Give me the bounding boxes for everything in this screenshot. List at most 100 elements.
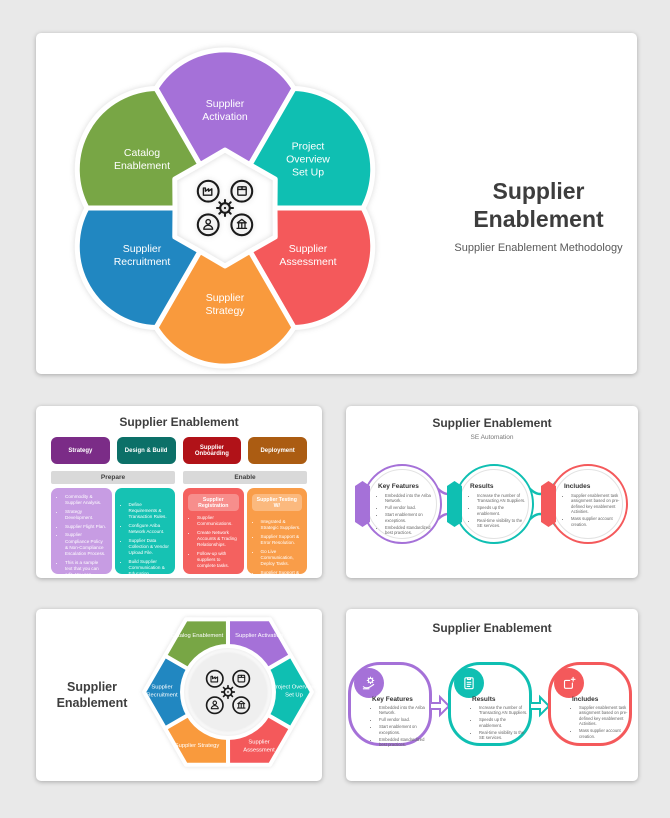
segment-label: Project Overview Set Up bbox=[272, 684, 316, 698]
bullet-item: Strategy Development. bbox=[65, 509, 107, 521]
bullet-item: Embedded into the Ariba Network. bbox=[385, 493, 436, 504]
bullet-item: Supplier Compliance Policy & Non-Complia… bbox=[65, 532, 107, 557]
segment-label: Catalog Enablement bbox=[170, 633, 224, 640]
column-prepare-1: Commodity & Supplier Analysis. Strategy D… bbox=[51, 488, 112, 574]
hexagon-diagram: Supplier Activation Project Overview Set… bbox=[128, 609, 322, 781]
card-includes: Includes Supplier enablement task assign… bbox=[541, 464, 628, 544]
bullet-item: Supplier enablement task assignment base… bbox=[571, 493, 622, 515]
phase-button-row: Strategy Design & Build Supplier Onboard… bbox=[51, 437, 307, 464]
card-results: Results Increase the number of Transacti… bbox=[447, 464, 534, 544]
bullet-item: Define Requirements & Transaction Rules. bbox=[129, 502, 171, 521]
group-prepare: Prepare bbox=[51, 471, 175, 484]
hexagon-tab bbox=[447, 481, 462, 527]
bullet-item: Build Supplier Communication & Education… bbox=[129, 559, 171, 574]
slide-title: Supplier Enablement bbox=[432, 621, 552, 635]
prepare-list-2: Define Requirements & Transaction Rules.… bbox=[120, 502, 171, 574]
group-bar-row: Prepare Enable bbox=[51, 471, 307, 484]
bullet-item: Increase the number of Transacting AN Su… bbox=[479, 705, 529, 716]
petal-label: Project Overview Set Up bbox=[286, 140, 330, 179]
slide-thumbnail-title[interactable]: Supplier Activation Project Overview Set… bbox=[36, 33, 637, 374]
slide-thumbnail-matrix[interactable]: Supplier Enablement Strategy Design & Bu… bbox=[36, 406, 322, 578]
phase-strategy: Strategy bbox=[51, 437, 110, 464]
petal-label: Supplier Recruitment bbox=[113, 242, 171, 268]
column-prepare-2: Define Requirements & Transaction Rules.… bbox=[114, 488, 175, 574]
content-columns: Commodity & Supplier Analysis. Strategy D… bbox=[51, 488, 307, 574]
segment-label: Supplier Recruitment bbox=[146, 684, 178, 698]
bullet-item: Commodity & Supplier Analysis. bbox=[65, 494, 107, 506]
arrow-connector bbox=[429, 694, 451, 718]
includes-list: Supplier enablement task assignment base… bbox=[572, 705, 629, 739]
column-enable-2: Supplier Testing W/ Integrated & Strateg… bbox=[246, 488, 307, 574]
bullet-item: This is a sample text that you can edit.… bbox=[65, 560, 107, 574]
bullet-item: Go Live Communication, Deploy Tasks. bbox=[261, 549, 303, 568]
segment-label: Supplier Activation bbox=[235, 633, 283, 640]
card-includes: Includes Supplier enablement task assign… bbox=[548, 662, 632, 746]
bullet-item: Supplier Flight Plan. bbox=[65, 524, 107, 530]
bullet-item: Start enablement on exceptions. bbox=[379, 724, 429, 735]
petal-label: Supplier Assessment bbox=[279, 242, 337, 268]
bullet-item: Speeds up the enablement. bbox=[477, 505, 528, 516]
bullet-item: Real-time visibility to the SE services. bbox=[479, 730, 529, 741]
hexagon-tab bbox=[541, 481, 556, 527]
card-results: Results Increase the number of Transacti… bbox=[448, 662, 532, 746]
hexagon-tab bbox=[355, 481, 370, 527]
segment-label: Supplier Strategy bbox=[174, 743, 220, 750]
card-heading: Includes bbox=[564, 483, 591, 490]
results-list: Increase the number of Transacting AN Su… bbox=[472, 705, 529, 741]
slide-thumbnail-hexagon[interactable]: Supplier Enablement Supplier Activation … bbox=[36, 609, 322, 781]
group-enable: Enable bbox=[183, 471, 307, 484]
card-heading: Results bbox=[472, 696, 496, 703]
bullet-item: Mass supplier account creation. bbox=[571, 516, 622, 527]
bullet-item: Embedded standardized best practices. bbox=[379, 737, 429, 748]
includes-list: Supplier enablement task assignment base… bbox=[564, 493, 622, 527]
slide-title: Supplier Enablement bbox=[56, 680, 128, 710]
testing-list: Integrated & Strategic Suppliers. Supplie… bbox=[252, 519, 303, 574]
slide-thumbnail-se-automation[interactable]: Supplier Enablement SE Automation Key Fe… bbox=[346, 406, 638, 578]
slide-title: Supplier Enablement bbox=[473, 178, 604, 232]
subheader-supplier-education: Supplier Education bbox=[188, 573, 239, 574]
slide-title: Supplier Enablement bbox=[432, 416, 552, 430]
bullet-item: Create Network Accounts & Trading Relati… bbox=[197, 530, 239, 549]
bullet-item: Embedded into the Ariba Network. bbox=[379, 705, 429, 716]
card-heading: Key Features bbox=[372, 696, 413, 703]
slide-thumbnail-process[interactable]: Supplier Enablement Key Features Embedde… bbox=[346, 609, 638, 781]
bullet-item: Mass supplier account creation. bbox=[579, 728, 629, 739]
petal-label: Catalog Enablement bbox=[113, 146, 171, 172]
export-plus-icon bbox=[554, 668, 584, 698]
bullet-item: Increase the number of Transacting AN Su… bbox=[477, 493, 528, 504]
phase-design-build: Design & Build bbox=[116, 437, 176, 464]
slide-subtitle: SE Automation bbox=[470, 434, 514, 441]
card-key-features: Key Features Embedded into the Ariba Net… bbox=[355, 464, 442, 544]
bullet-item: Supplier Communications. bbox=[197, 515, 239, 527]
subheader-supplier-testing: Supplier Testing W/ bbox=[251, 494, 302, 511]
bullet-item: Supplier enablement task assignment base… bbox=[579, 705, 629, 727]
bullet-item: Integrated & Strategic Suppliers. bbox=[261, 519, 303, 531]
bullet-item: Start enablement on exceptions. bbox=[385, 512, 436, 523]
card-heading: Includes bbox=[572, 696, 599, 703]
bullet-item: Real-time visibility to the SE services. bbox=[477, 518, 528, 529]
results-list: Increase the number of Transacting AN Su… bbox=[470, 493, 528, 529]
card-heading: Key Features bbox=[378, 483, 419, 490]
card-key-features: Key Features Embedded into the Ariba Net… bbox=[348, 662, 432, 748]
hand-gear-icon bbox=[354, 668, 384, 698]
slide-subtitle: Supplier Enablement Methodology bbox=[454, 242, 623, 255]
key-features-list: Embedded into the Ariba Network.Full ven… bbox=[378, 493, 436, 536]
key-features-list: Embedded into the Ariba Network.Full ven… bbox=[372, 705, 429, 748]
phase-deployment: Deployment bbox=[248, 437, 307, 464]
bullet-item: Follow-up with suppliers to complete tas… bbox=[197, 551, 239, 570]
bullet-item: Configure Ariba Network Account. bbox=[129, 523, 171, 535]
bullet-item: Supplier Data Collection & Vendor Upload… bbox=[129, 538, 171, 557]
bullet-item: Full vendor load. bbox=[385, 505, 436, 510]
prepare-list-1: Commodity & Supplier Analysis. Strategy D… bbox=[56, 494, 107, 574]
clipboard-icon bbox=[454, 668, 484, 698]
registration-list: Supplier Communications. Create Network A… bbox=[188, 515, 239, 570]
supplier-hub-icon bbox=[196, 179, 254, 237]
segment-label: Supplier Assessment bbox=[243, 739, 275, 753]
bullet-item: Full vendor load. bbox=[379, 717, 429, 722]
slide-title: Supplier Enablement bbox=[119, 415, 239, 429]
subheader-supplier-registration: Supplier Registration bbox=[188, 494, 239, 511]
bullet-item: Supplier Support & Help Desk Transitions… bbox=[261, 570, 303, 574]
card-heading: Results bbox=[470, 483, 494, 490]
bullet-item: Supplier Support & Error Resolution. bbox=[261, 534, 303, 546]
